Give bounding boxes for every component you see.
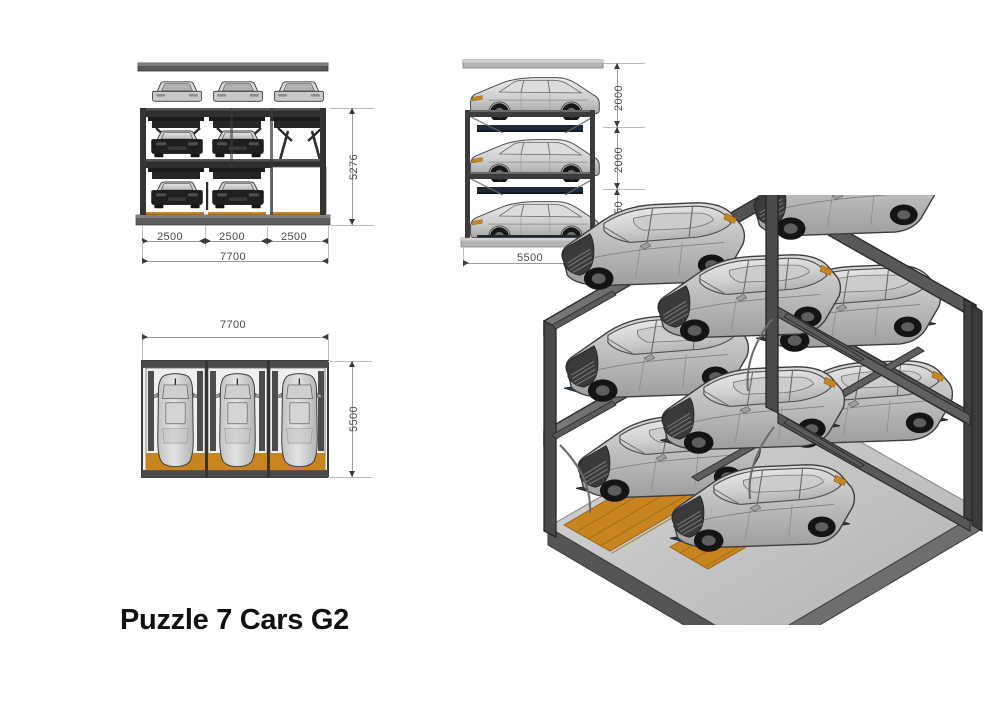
dim-plan-depth-label: 5500 — [348, 405, 360, 432]
dim-plan-width-label: 7700 — [220, 319, 247, 331]
front-elevation-view: 5276 2500 2500 2500 — [130, 55, 374, 280]
dim-bay-3-label: 2500 — [281, 231, 308, 243]
dim-front-height-label: 5276 — [348, 153, 360, 180]
front-elevation-graphic — [135, 62, 331, 226]
dim-side-depth-label: 5500 — [517, 252, 544, 264]
dim-level-middle-label: 2000 — [613, 146, 625, 173]
isometric-3d-view — [520, 195, 990, 625]
page-title: Puzzle 7 Cars G2 — [120, 604, 349, 636]
side-rails — [551, 290, 971, 533]
isometric-3d-graphic — [543, 195, 984, 625]
plan-view: 7700 — [130, 315, 372, 515]
dim-bay-1-label: 2500 — [157, 231, 184, 243]
plan-view-graphic — [141, 360, 329, 478]
dim-front-width-label: 7700 — [220, 251, 247, 263]
side-elevation-graphic — [460, 59, 604, 248]
dim-bay-2-label: 2500 — [219, 231, 246, 243]
dim-level-top-label: 2000 — [613, 84, 625, 111]
